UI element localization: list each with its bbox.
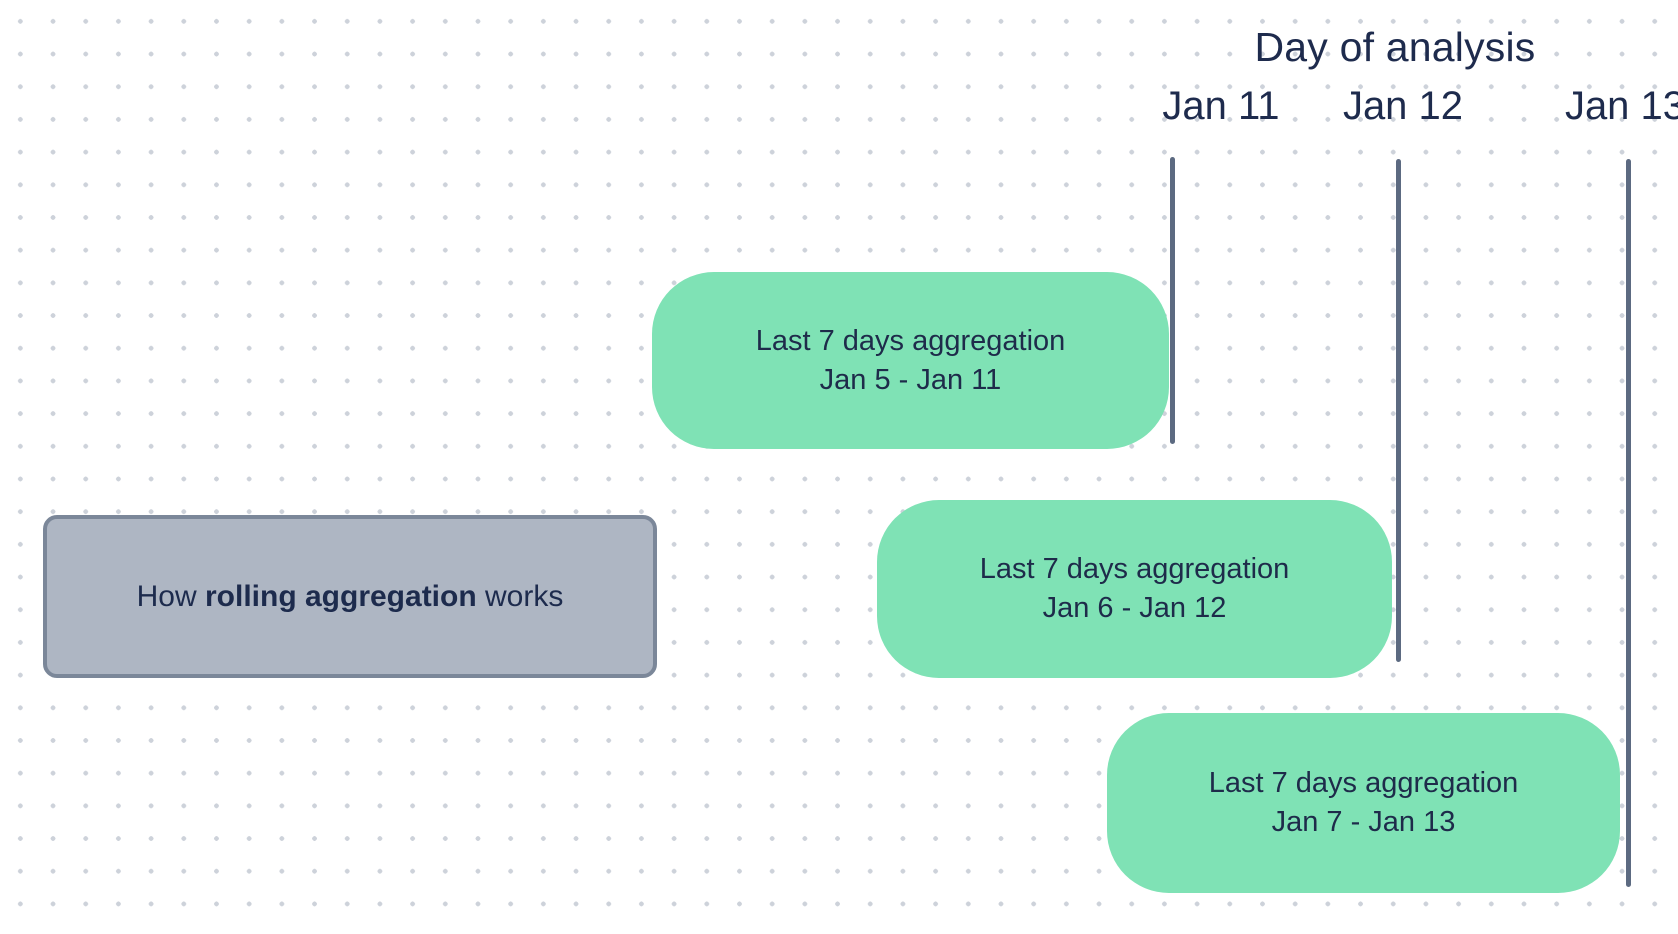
diagram-title: Day of analysis [1254, 24, 1536, 70]
aggregation-window-range: Jan 7 - Jan 13 [1271, 806, 1456, 838]
aggregation-window-title: Last 7 days aggregation [755, 324, 1066, 357]
aggregation-window-box-1: Last 7 days aggregation Jan 5 - Jan 11 [652, 272, 1169, 449]
aggregation-window-title: Last 7 days aggregation [979, 553, 1290, 585]
aggregation-window-range: Jan 5 - Jan 11 [819, 363, 1002, 396]
day-label-jan-12: Jan 12 [1342, 84, 1464, 128]
day-marker-line-jan-12 [1396, 159, 1401, 662]
aggregation-window-box-3: Last 7 days aggregation Jan 7 - Jan 13 [1107, 713, 1620, 893]
legend-text-bold: rolling aggregation [205, 579, 477, 613]
aggregation-window-range: Jan 6 - Jan 12 [1042, 592, 1227, 624]
legend-text-prefix: How [136, 579, 205, 613]
day-label-jan-11: Jan 11 [1162, 84, 1280, 128]
legend-text-suffix: works [476, 579, 564, 613]
day-marker-line-jan-13 [1626, 159, 1631, 887]
aggregation-window-box-2: Last 7 days aggregation Jan 6 - Jan 12 [877, 500, 1392, 678]
day-marker-line-jan-11 [1170, 157, 1175, 444]
legend-box: How rolling aggregation works [43, 515, 657, 678]
day-label-jan-13: Jan 13 [1564, 84, 1678, 128]
aggregation-window-title: Last 7 days aggregation [1208, 767, 1519, 799]
